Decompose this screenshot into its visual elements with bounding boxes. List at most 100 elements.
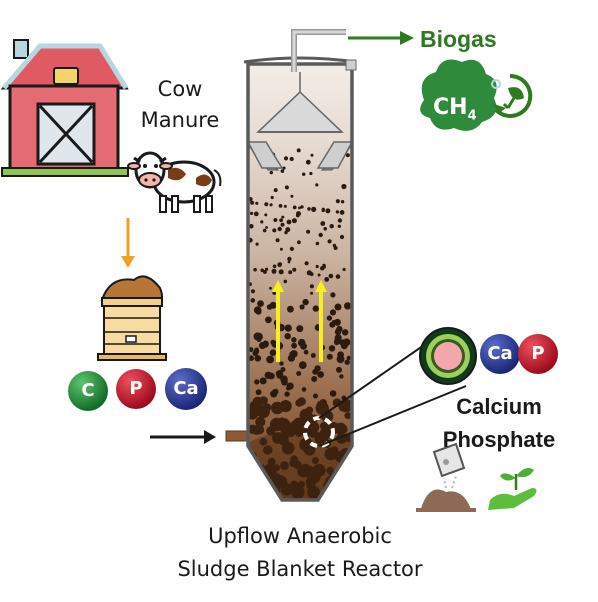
sludge-granule: [280, 222, 285, 227]
sludge-granule: [302, 298, 309, 306]
sludge-granule: [311, 457, 319, 464]
sludge-granule: [280, 375, 288, 384]
sludge-granule: [248, 424, 258, 434]
sludge-granule: [311, 376, 318, 382]
sludge-granule: [253, 211, 259, 217]
sludge-granule: [310, 353, 316, 358]
sludge-granule: [298, 206, 301, 210]
sludge-granule: [328, 487, 341, 500]
sludge-granule: [287, 305, 294, 313]
sludge-granule: [273, 188, 278, 193]
sludge-granule: [282, 166, 286, 170]
sludge-granule: [289, 156, 294, 162]
sludge-blanket: [248, 148, 352, 500]
sludge-granule: [264, 371, 272, 379]
sludge-granule: [266, 426, 276, 436]
sludge-granule: [296, 148, 301, 153]
cp-line2: Phosphate: [442, 427, 556, 452]
sludge-granule: [280, 367, 286, 372]
manure-flow-arrow: [121, 218, 135, 268]
sludge-granule: [284, 230, 288, 235]
sludge-granule: [283, 156, 289, 161]
sludge-granule: [323, 430, 332, 439]
sludge-granule: [339, 210, 345, 215]
sludge-granule: [328, 345, 336, 352]
sludge-granule: [330, 292, 336, 298]
sludge-granule: [284, 324, 292, 332]
sludge-granule: [272, 432, 284, 444]
sludge-granule: [333, 246, 338, 250]
sludge-granule: [309, 429, 318, 438]
inlet-arrow: [150, 430, 216, 444]
sludge-granule: [342, 329, 349, 336]
sludge-granule: [311, 206, 317, 212]
sludge-granule: [249, 224, 254, 229]
sludge-granule: [292, 486, 300, 494]
sludge-granule: [312, 305, 319, 312]
calcium-product-label: Ca: [487, 343, 513, 364]
sludge-granule: [301, 387, 307, 392]
sludge-granule: [319, 399, 327, 407]
sludge-granule: [306, 270, 312, 276]
sludge-granule: [297, 464, 311, 478]
sludge-granule: [309, 171, 313, 176]
sludge-granule: [335, 199, 340, 204]
sludge-granule: [324, 277, 330, 282]
sludge-granule: [269, 349, 277, 357]
granule-zoom: [303, 327, 477, 448]
sludge-granule: [338, 403, 347, 412]
sludge-granule: [264, 213, 268, 217]
sludge-granule: [292, 267, 297, 272]
sludge-granule: [300, 342, 307, 350]
phosphorus-ball-label: P: [129, 378, 143, 399]
sludge-granule: [309, 284, 314, 289]
sludge-granule: [271, 401, 284, 415]
sludge-granule: [342, 267, 346, 272]
sludge-granule: [320, 221, 326, 226]
sludge-granule: [305, 406, 314, 414]
sludge-granule: [255, 308, 262, 315]
sludge-granule: [280, 461, 289, 471]
cow-label-line1: Cow: [157, 77, 203, 101]
sludge-granule: [281, 215, 285, 219]
sludge-granule: [302, 172, 306, 176]
sludge-granule: [329, 390, 337, 397]
sludge-granule: [255, 389, 262, 396]
renewable-plug-icon: [491, 73, 533, 118]
sludge-granule: [323, 227, 328, 231]
sludge-granule: [296, 211, 301, 217]
sludge-granule: [284, 185, 289, 190]
sludge-granule: [334, 303, 342, 311]
sludge-granule: [270, 339, 276, 345]
sludge-granule: [334, 328, 342, 336]
sludge-granule: [255, 416, 266, 427]
sludge-granule: [344, 359, 350, 365]
sludge-granule: [337, 224, 341, 228]
sludge-granule: [337, 218, 343, 223]
sludge-granule: [315, 264, 319, 269]
sludge-granule: [278, 204, 283, 208]
sludge-granule: [310, 153, 314, 157]
sludge-granule: [269, 170, 273, 175]
sludge-granule: [300, 205, 304, 209]
sludge-granule: [278, 269, 284, 275]
sludge-granule: [250, 211, 254, 215]
sludge-granule: [248, 491, 255, 499]
sludge-granule: [287, 256, 292, 262]
sludge-granule: [263, 445, 273, 455]
sludge-granule: [325, 208, 331, 214]
sludge-granule: [344, 412, 352, 420]
sludge-granule: [326, 353, 333, 360]
sludge-granule: [276, 373, 282, 379]
reactor-line2: Sludge Blanket Reactor: [177, 557, 423, 581]
sludge-granule: [317, 371, 324, 378]
sludge-granule: [311, 488, 320, 497]
sludge-granule: [262, 341, 269, 348]
sludge-granule: [346, 355, 351, 361]
sludge-granule: [313, 393, 318, 399]
sludge-granule: [327, 239, 332, 244]
sludge-granule: [272, 264, 277, 269]
sludge-granule: [271, 268, 277, 274]
sludge-granule: [255, 425, 265, 435]
